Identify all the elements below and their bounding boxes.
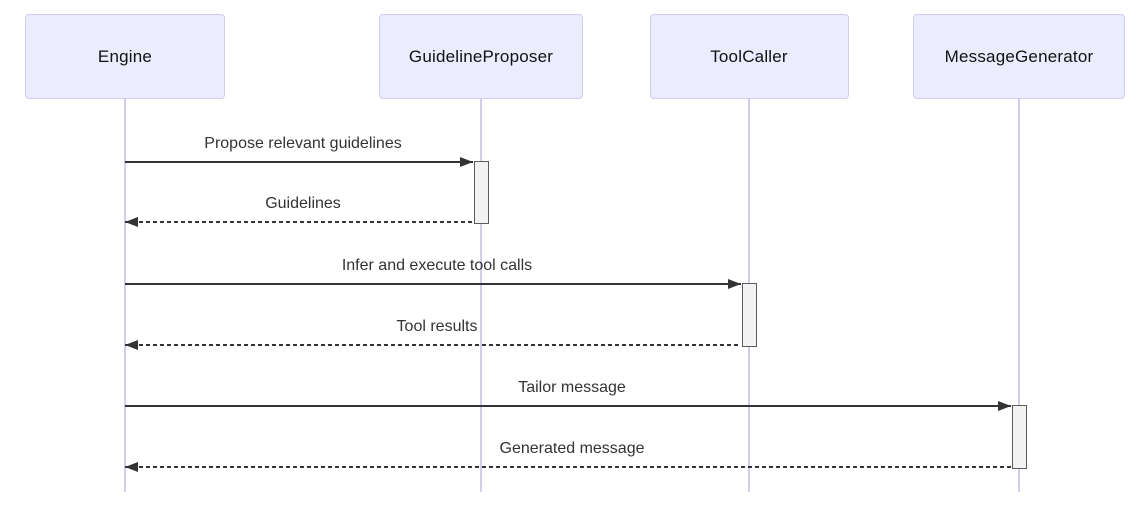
arrowhead-icon — [460, 157, 473, 167]
activation-bar — [741, 283, 757, 347]
participant-box-messagegenerator: MessageGenerator — [913, 14, 1125, 99]
arrowhead-icon — [125, 217, 138, 227]
activation-bar — [473, 161, 489, 224]
message-label: Guidelines — [265, 195, 341, 212]
message-line — [125, 405, 1011, 407]
message-line — [125, 221, 473, 223]
participant-box-toolcaller: ToolCaller — [649, 14, 849, 99]
arrowhead-icon — [125, 462, 138, 472]
message-line — [125, 466, 1011, 468]
arrowhead-icon — [998, 401, 1011, 411]
message-label: Generated message — [499, 440, 645, 457]
message-line — [125, 161, 473, 163]
participant-box-guidelineproposer: GuidelineProposer — [379, 14, 583, 99]
message-label: Infer and execute tool calls — [341, 257, 533, 274]
message-line — [125, 344, 741, 346]
message-line — [125, 283, 741, 285]
lifeline-guidelineproposer — [480, 99, 482, 492]
lifeline-messagegenerator — [1018, 99, 1020, 492]
lifeline-engine — [124, 99, 126, 492]
message-label: Propose relevant guidelines — [204, 135, 402, 152]
message-label: Tool results — [396, 318, 478, 335]
arrowhead-icon — [728, 279, 741, 289]
arrowhead-icon — [125, 340, 138, 350]
participant-box-engine: Engine — [25, 14, 225, 99]
activation-bar — [1011, 405, 1027, 469]
message-label: Tailor message — [518, 379, 626, 396]
